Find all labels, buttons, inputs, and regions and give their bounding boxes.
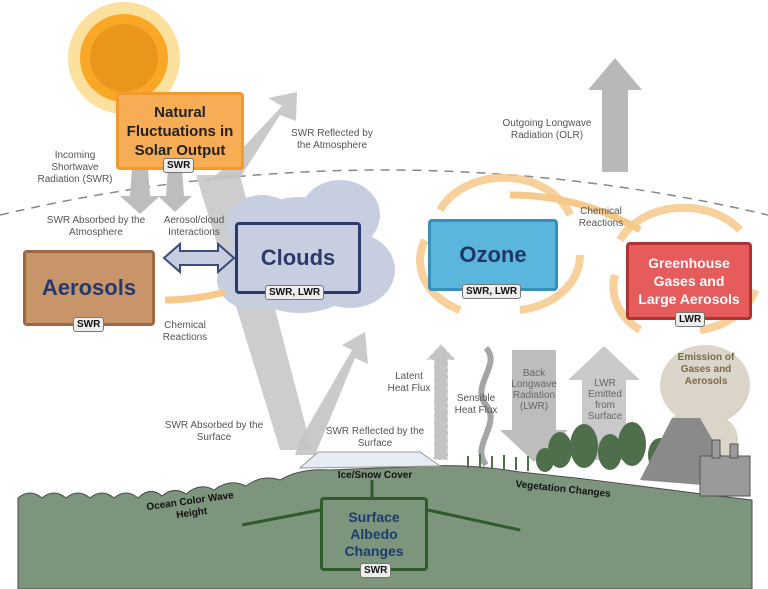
back-lwr-arrow bbox=[500, 350, 568, 462]
grass-icon bbox=[467, 454, 529, 471]
solar-output-tag: SWR bbox=[163, 158, 195, 173]
ghg-title: Greenhouse Gases and Large Aerosols bbox=[638, 255, 740, 307]
label-chem-left: Chemical Reactions bbox=[162, 320, 208, 343]
label-incoming-swr: Incoming Shortwave Radiation (SWR) bbox=[37, 150, 113, 185]
albedo-title: Surface Albedo Changes bbox=[344, 508, 404, 559]
label-ice-snow: Ice/Snow Cover bbox=[337, 470, 413, 481]
reflected-atm-arrow bbox=[210, 92, 297, 180]
label-olr: Outgoing Longwave Radiation (OLR) bbox=[502, 118, 592, 141]
reflected-surface-arrow bbox=[295, 332, 368, 455]
ozone-title: Ozone bbox=[459, 242, 527, 267]
aerosol-cloud-arrow bbox=[162, 241, 236, 275]
factory-icon bbox=[699, 439, 751, 497]
label-latent: Latent Heat Flux bbox=[387, 371, 431, 394]
albedo-tag: SWR bbox=[360, 563, 392, 578]
sensible-heat-arrow bbox=[478, 345, 494, 467]
label-emission: Emission of Gases and Aerosols bbox=[677, 352, 735, 387]
ghg-box: Greenhouse Gases and Large Aerosols bbox=[626, 242, 752, 320]
clouds-title: Clouds bbox=[260, 245, 336, 270]
label-back-lwr: Back Longwave Radiation (LWR) bbox=[511, 368, 557, 412]
aerosols-tag: SWR bbox=[73, 317, 105, 332]
label-swr-reflected-surface: SWR Reflected by the Surface bbox=[325, 426, 425, 449]
latent-heat-arrow bbox=[424, 343, 458, 461]
incoming-swr-arrow bbox=[196, 175, 312, 450]
absorbed-atm-arrow bbox=[120, 168, 160, 214]
albedo-line-left bbox=[241, 508, 321, 527]
ozone-box: Ozone bbox=[428, 219, 558, 291]
ghg-tag: LWR bbox=[675, 312, 706, 327]
incoming-left-arrow bbox=[158, 168, 192, 212]
chem-arrow-left bbox=[164, 288, 226, 304]
albedo-line-right bbox=[427, 508, 521, 532]
label-lwr-emitted: LWR Emitted from Surface bbox=[587, 378, 623, 422]
aerosols-box: Aerosols bbox=[23, 250, 155, 326]
solar-output-title: Natural Fluctuations in Solar Output bbox=[126, 103, 234, 159]
label-sensible: Sensible Heat Flux bbox=[454, 393, 498, 416]
atmosphere-boundary bbox=[0, 169, 768, 216]
clouds-box: Clouds bbox=[235, 222, 361, 294]
ozone-tag: SWR, LWR bbox=[462, 284, 522, 299]
albedo-box: Surface Albedo Changes bbox=[320, 497, 428, 571]
clouds-tag: SWR, LWR bbox=[265, 285, 325, 300]
chem-arrow-top bbox=[509, 191, 642, 234]
aerosols-title: Aerosols bbox=[41, 275, 137, 300]
sun-icon bbox=[68, 2, 180, 114]
label-chem-top: Chemical Reactions bbox=[578, 206, 624, 229]
ice-patch bbox=[298, 451, 442, 469]
label-aerosol-cloud: Aerosol/cloud Interactions bbox=[163, 215, 225, 238]
label-swr-absorbed-surface: SWR Absorbed by the Surface bbox=[164, 420, 264, 443]
label-swr-absorbed-atm: SWR Absorbed by the Atmosphere bbox=[46, 215, 146, 238]
olr-arrow bbox=[588, 58, 642, 172]
label-swr-reflected-atm: SWR Reflected by the Atmosphere bbox=[291, 128, 373, 151]
